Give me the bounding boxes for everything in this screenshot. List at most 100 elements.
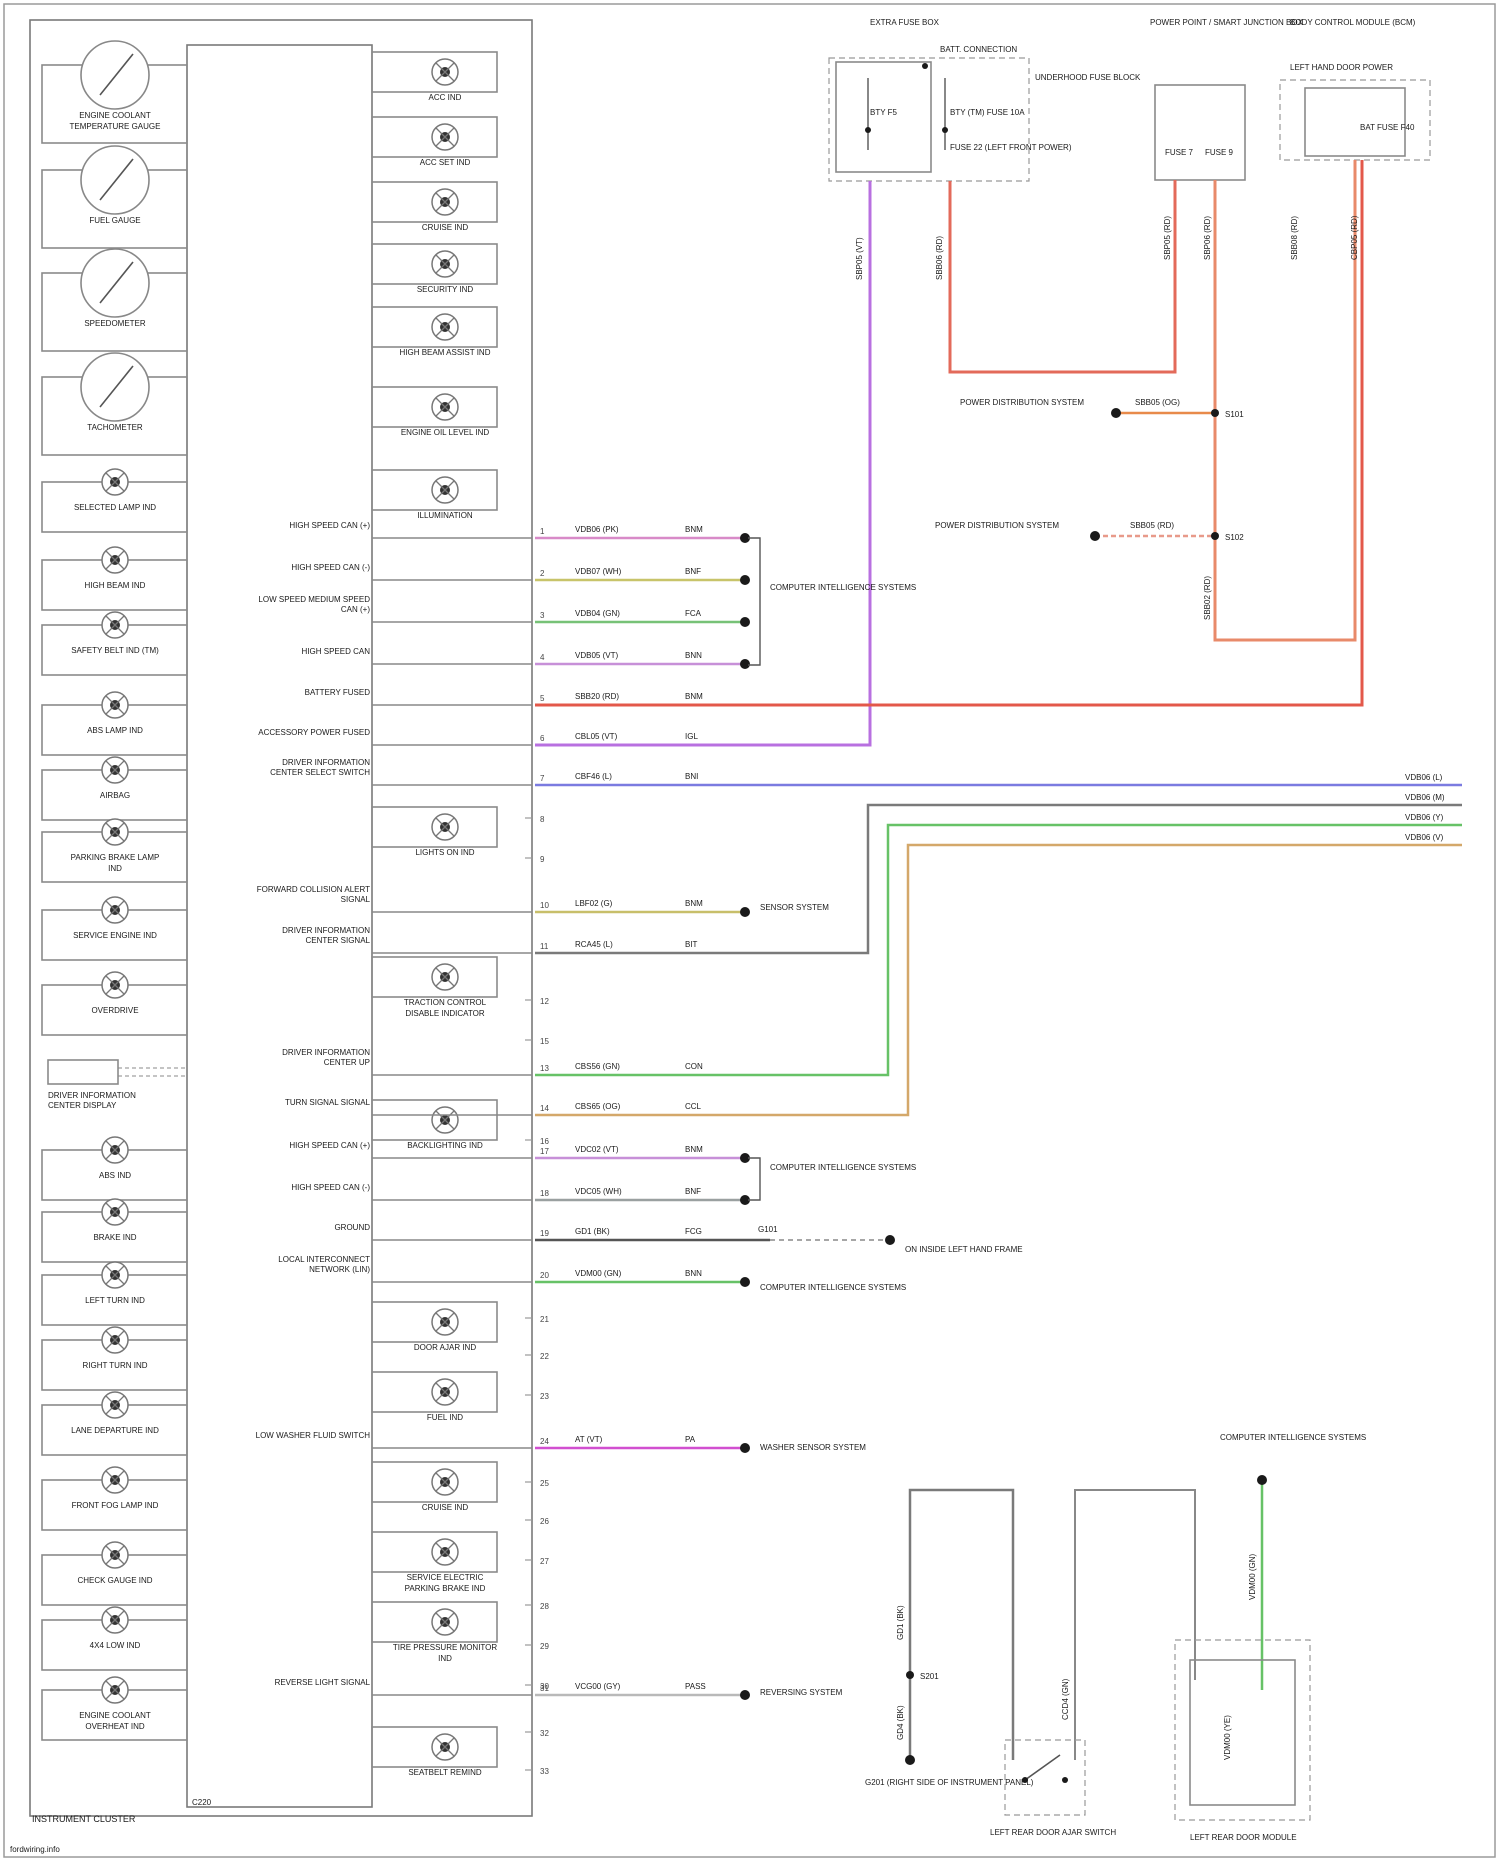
gauge-4: TACHOMETER [42, 353, 187, 455]
right-tag-0: VDB06 (L) [1405, 773, 1443, 782]
signal-1: HIGH SPEED CAN (+)1VDB06 (PK)BNM [289, 521, 750, 543]
signal-code: CON [685, 1062, 703, 1071]
pin-number: 20 [540, 1271, 549, 1280]
lamp-icon [432, 1609, 458, 1635]
lamp-icon [432, 124, 458, 150]
gauge-3: SPEEDOMETER [42, 249, 187, 351]
fuse-box-title: EXTRA FUSE BOX [870, 18, 940, 27]
door-wire-0: GD1 (BK) [896, 1605, 905, 1640]
signal-wire: VDM00 (GN) [575, 1269, 622, 1278]
signal-label: CENTER SELECT SWITCH [270, 768, 370, 777]
lamp-icon [432, 1469, 458, 1495]
gauge-label: SPEEDOMETER [84, 319, 146, 328]
signal-wire: VDB06 (PK) [575, 525, 619, 534]
left-lamp-1: SELECTED LAMP IND [42, 469, 187, 532]
signal-wire: LBF02 (G) [575, 899, 613, 908]
lamp-icon [102, 469, 128, 495]
left-lamp-label: DRIVER INFORMATION [48, 1091, 136, 1100]
left-lamp-11: BRAKE IND [42, 1199, 187, 1262]
pin-number: 32 [540, 1729, 549, 1738]
right-lamp-label: FUEL IND [427, 1413, 463, 1422]
left-lamp-label: FRONT FOG LAMP IND [72, 1501, 159, 1510]
wire-label-5: SBB08 (RD) [1290, 216, 1299, 260]
left-lamp-14: LANE DEPARTURE IND [42, 1392, 187, 1455]
lamp-icon [432, 1309, 458, 1335]
signal-wire: CBL05 (VT) [575, 732, 618, 741]
pin-number: 7 [540, 774, 545, 783]
right-lamp-2: ACC SET IND [372, 117, 497, 167]
signal-wire: AT (VT) [575, 1435, 603, 1444]
fuse-item-2: BTY (TM) FUSE 10A [950, 108, 1025, 117]
wire-label-4: SBB02 (RD) [1203, 576, 1212, 620]
fuse-box-inner [836, 62, 931, 172]
wire-door-switch [1075, 1490, 1195, 1760]
wire-power-loop [1215, 160, 1355, 640]
wire-battery-loop [950, 180, 1175, 372]
left-lamp-17: 4X4 LOW IND [42, 1607, 187, 1670]
right-lamp-label: CRUISE IND [422, 223, 468, 232]
signal-label: HIGH SPEED CAN [302, 647, 371, 656]
page-frame [4, 4, 1495, 1857]
splice-b-wire: SBB05 (RD) [1130, 521, 1174, 530]
signal-label: HIGH SPEED CAN (-) [291, 563, 370, 572]
lamp-icon [102, 1607, 128, 1633]
signal-wire: VDB04 (GN) [575, 609, 620, 618]
door-switch-pin-a [1022, 1777, 1028, 1783]
pin-number: 4 [540, 653, 545, 662]
gauge-2: FUEL GAUGE [42, 146, 187, 248]
left-lamp-6: PARKING BRAKE LAMPIND [42, 819, 187, 882]
pin-8: 8 [525, 815, 545, 824]
signal-20: LOCAL INTERCONNECTNETWORK (LIN)20VDM00 (… [278, 1255, 750, 1287]
right-lamp-4: SECURITY IND [372, 244, 497, 294]
left-lamp-group: SELECTED LAMP IND HIGH BEAM IND SAFETY BEL… [42, 469, 187, 1740]
door-module-top: COMPUTER INTELLIGENCE SYSTEMS [1220, 1433, 1366, 1442]
signal-label: CAN (+) [341, 605, 370, 614]
signal-wire: VDB05 (VT) [575, 651, 618, 660]
right-lamp-6: ENGINE OIL LEVEL IND [372, 387, 497, 437]
pin-number: 17 [540, 1147, 549, 1156]
gauge-label: ENGINE COOLANT [79, 111, 151, 120]
left-lamp-16: CHECK GAUGE IND [42, 1542, 187, 1605]
signal-3: LOW SPEED MEDIUM SPEEDCAN (+)3VDB04 (GN)… [258, 595, 750, 627]
pin-number: 10 [540, 901, 549, 910]
right-lamp-label: SERVICE ELECTRIC [407, 1573, 484, 1582]
right-tag-2: VDB06 (Y) [1405, 813, 1444, 822]
signal-label: LOCAL INTERCONNECT [278, 1255, 370, 1264]
left-lamp-2: HIGH BEAM IND [42, 547, 187, 610]
wire-label-3: SBP06 (RD) [1203, 216, 1212, 260]
bcm-item: BAT FUSE F40 [1360, 123, 1415, 132]
signal-label: GROUND [334, 1223, 370, 1232]
signal-code: FCA [685, 609, 702, 618]
right-lamp-label: HIGH BEAM ASSIST IND [400, 348, 491, 357]
comm-label-1: COMPUTER INTELLIGENCE SYSTEMS [770, 583, 916, 592]
pin-27: 27 [525, 1557, 549, 1566]
left-lamp-4: ABS LAMP IND [42, 692, 187, 755]
pin-28: 28 [525, 1602, 549, 1611]
wire-label-2: SBP05 (RD) [1163, 216, 1172, 260]
lamp-icon [102, 547, 128, 573]
wire-accessory-power [535, 181, 870, 745]
right-lamp-label: PARKING BRAKE IND [405, 1584, 486, 1593]
pin-number: 25 [540, 1479, 549, 1488]
unused-pin-group: 891215162122232526272829303233 [525, 815, 549, 1776]
signal-label: HIGH SPEED CAN (-) [291, 1183, 370, 1192]
signal-label: CENTER UP [324, 1058, 370, 1067]
left-lamp-label: SAFETY BELT IND (TM) [71, 646, 159, 655]
pin-number: 1 [540, 527, 545, 536]
bcm-title: BODY CONTROL MODULE (BCM) [1290, 18, 1416, 27]
washer-label: WASHER SENSOR SYSTEM [760, 1443, 866, 1452]
pin-number: 8 [540, 815, 545, 824]
comm-label-2: COMPUTER INTELLIGENCE SYSTEMS [770, 1163, 916, 1172]
lamp-icon [102, 972, 128, 998]
signal-13: DRIVER INFORMATIONCENTER UP13CBS56 (GN)C… [282, 1048, 703, 1075]
signal-10: FORWARD COLLISION ALERTSIGNAL10LBF02 (G)… [257, 885, 750, 917]
pin-number: 11 [540, 942, 549, 951]
signal-label: ACCESSORY POWER FUSED [258, 728, 370, 737]
splice-a-node [1211, 409, 1219, 417]
signal-wire: VDB07 (WH) [575, 567, 622, 576]
lamp-icon [432, 1107, 458, 1133]
